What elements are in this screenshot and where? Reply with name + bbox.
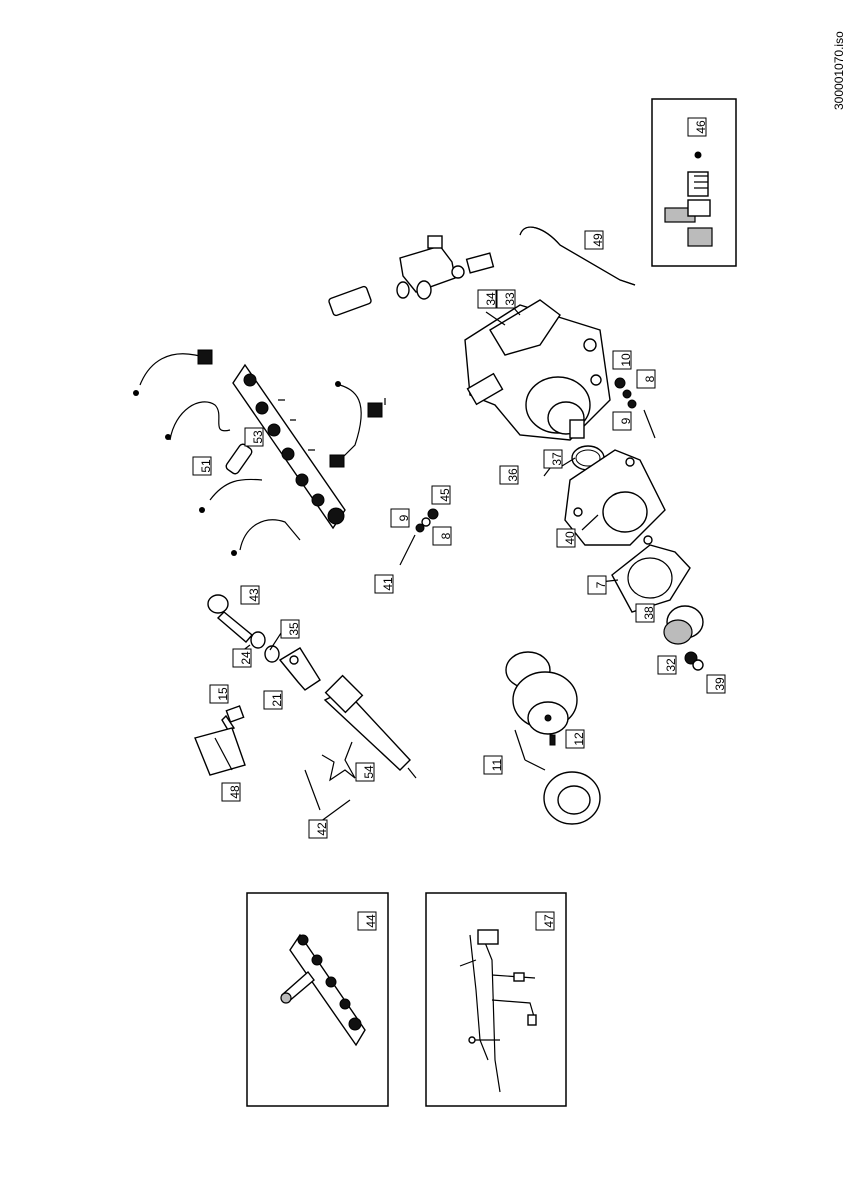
svg-text:36: 36	[506, 468, 520, 482]
callout-37: 37	[543, 449, 564, 469]
callout-35: 35	[280, 619, 301, 639]
callout-42: 42	[308, 819, 329, 839]
detail-box-47	[425, 892, 567, 1107]
callout-40: 40	[556, 528, 577, 548]
svg-text:37: 37	[550, 452, 564, 466]
callout-49: 49	[584, 230, 605, 250]
callout-9b: 9	[390, 508, 411, 528]
callout-15: 15	[209, 684, 230, 704]
high-pressure-pump-33-34	[464, 299, 611, 441]
svg-text:32: 32	[664, 658, 678, 672]
svg-text:10: 10	[619, 353, 633, 367]
svg-text:8: 8	[439, 532, 453, 539]
svg-text:41: 41	[381, 577, 395, 591]
callout-53: 53	[244, 427, 265, 447]
svg-text:47: 47	[542, 914, 556, 928]
svg-text:43: 43	[247, 588, 261, 602]
injector-pipes	[133, 349, 383, 556]
detail-box-44	[246, 892, 389, 1107]
flange-40	[564, 449, 666, 546]
valve-block-fittings	[328, 235, 495, 317]
gasket-7	[611, 544, 691, 613]
svg-text:40: 40	[563, 531, 577, 545]
injector-54	[323, 674, 417, 779]
gear-38	[663, 605, 704, 671]
svg-text:53: 53	[251, 430, 265, 444]
callout-7: 7	[587, 575, 608, 595]
callout-9a: 9	[612, 411, 633, 431]
bracket-48	[194, 727, 246, 776]
svg-text:51: 51	[199, 459, 213, 473]
svg-text:11: 11	[490, 758, 504, 771]
callout-32: 32	[657, 655, 678, 675]
svg-text:7: 7	[594, 581, 608, 588]
svg-text:35: 35	[287, 622, 301, 636]
svg-text:44: 44	[364, 914, 378, 928]
callout-8a: 8	[636, 369, 657, 389]
callout-41: 41	[374, 574, 395, 594]
callout-39: 39	[706, 674, 727, 694]
callout-24: 24	[232, 648, 253, 668]
callout-12: 12	[565, 729, 586, 749]
svg-text:49: 49	[591, 233, 605, 247]
drawing-id: 300001070.iso	[832, 31, 846, 110]
callout-45: 45	[431, 485, 452, 505]
svg-text:15: 15	[216, 687, 230, 701]
clamp-21	[278, 647, 321, 691]
wiring-harness-47	[459, 929, 537, 1093]
callout-21: 21	[263, 690, 284, 710]
callout-51: 51	[192, 456, 213, 476]
sensor-kit-46	[664, 151, 713, 247]
callout-46: 46	[687, 117, 708, 137]
callout-10: 10	[612, 350, 633, 370]
callout-33: 33	[496, 289, 517, 309]
svg-text:48: 48	[228, 785, 242, 799]
callout-54: 54	[355, 762, 376, 782]
svg-text:9: 9	[397, 514, 411, 521]
svg-text:34: 34	[484, 292, 498, 306]
detail-box-46	[651, 98, 737, 267]
seals-stud	[614, 377, 656, 439]
svg-text:46: 46	[694, 120, 708, 134]
seal-symbol	[321, 741, 356, 782]
svg-text:42: 42	[315, 822, 329, 836]
callout-43: 43	[240, 585, 261, 605]
callout-44: 44	[357, 911, 378, 931]
callout-11: 11	[483, 755, 504, 775]
fuel-rail-44	[280, 933, 366, 1047]
fuel-rail	[225, 363, 346, 530]
stud-41	[399, 508, 439, 566]
svg-text:38: 38	[642, 606, 656, 620]
svg-text:45: 45	[438, 488, 452, 502]
svg-text:9: 9	[619, 417, 633, 424]
callout-47: 47	[535, 911, 556, 931]
svg-text:39: 39	[713, 677, 727, 691]
svg-text:33: 33	[503, 292, 517, 306]
bolt-15	[221, 705, 245, 731]
callout-34: 34	[477, 289, 498, 309]
svg-text:12: 12	[572, 732, 586, 746]
svg-text:8: 8	[643, 375, 657, 382]
bolt-43	[207, 594, 253, 643]
gear-shaft-11	[505, 651, 601, 825]
svg-text:24: 24	[239, 651, 253, 665]
callout-8b: 8	[432, 526, 453, 546]
callout-38: 38	[635, 603, 656, 623]
svg-text:54: 54	[362, 765, 376, 779]
hose-49	[519, 226, 636, 286]
callout-48: 48	[221, 782, 242, 802]
callout-36: 36	[499, 465, 520, 485]
washers-24-35	[250, 631, 280, 663]
svg-text:21: 21	[270, 693, 284, 707]
